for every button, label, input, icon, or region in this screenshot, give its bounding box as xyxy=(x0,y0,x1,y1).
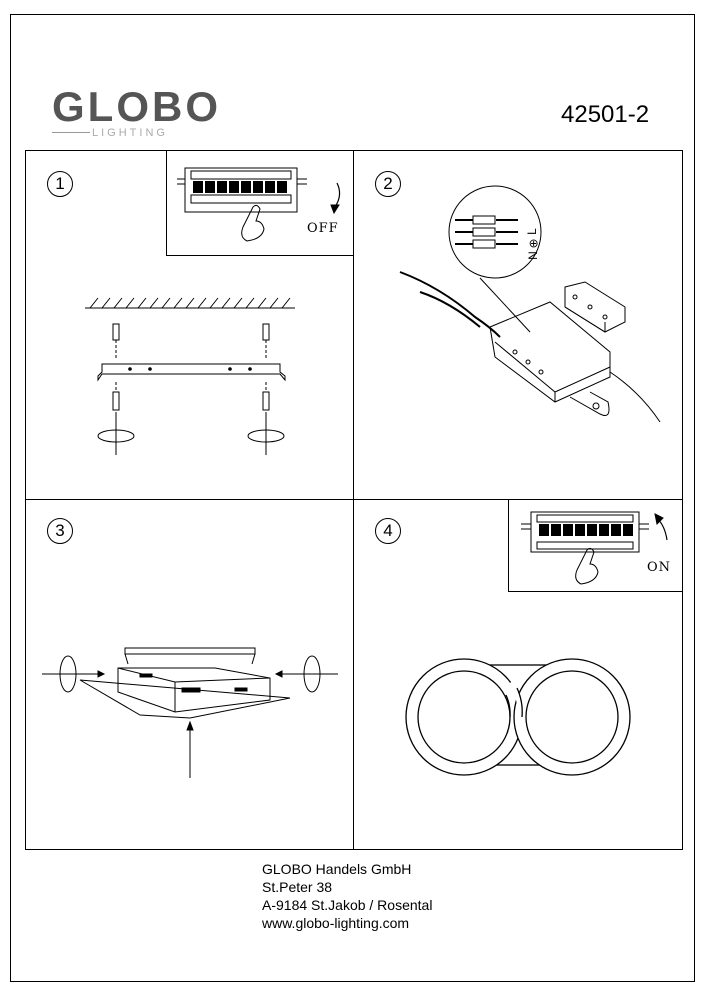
step-number-1: 1 xyxy=(47,171,73,197)
grid-divider-horizontal xyxy=(25,499,683,500)
wiring-diagram xyxy=(399,185,661,423)
city-address: A-9184 St.Jakob / Rosental xyxy=(262,897,433,913)
breaker-panel-on-icon xyxy=(521,511,668,585)
breaker-off-inset: OFF xyxy=(166,150,354,256)
switch-on-label: ON xyxy=(647,560,672,575)
street-address: St.Peter 38 xyxy=(262,879,333,895)
breaker-on-inset: ON xyxy=(508,499,683,592)
brand-sub: LIGHTING xyxy=(92,127,168,139)
step-number-2: 2 xyxy=(375,171,401,197)
step-number-4: 4 xyxy=(375,518,401,544)
base-mounting-diagram xyxy=(42,647,338,778)
switch-off-label: OFF xyxy=(307,221,339,236)
lamp-double-ring-icon xyxy=(405,658,631,776)
mounting-bracket-diagram xyxy=(85,297,295,455)
company-name: GLOBO Handels GmbH xyxy=(262,861,412,877)
terminal-label-l: L xyxy=(524,227,539,235)
page-frame xyxy=(10,14,695,982)
breaker-panel-icon xyxy=(177,167,341,242)
company-address: GLOBO Handels GmbH St.Peter 38 A-9184 St… xyxy=(262,860,432,932)
terminal-label-earth: ⊕ xyxy=(526,237,541,249)
model-number: 42501-2 xyxy=(561,101,650,128)
brand-logo: GLOBO xyxy=(52,83,221,130)
terminal-label-n: N xyxy=(525,250,540,260)
website-link[interactable]: www.globo-lighting.com xyxy=(262,915,410,931)
step-number-3: 3 xyxy=(47,518,73,544)
grid-divider-vertical xyxy=(353,150,354,850)
logo-divider xyxy=(52,132,90,133)
